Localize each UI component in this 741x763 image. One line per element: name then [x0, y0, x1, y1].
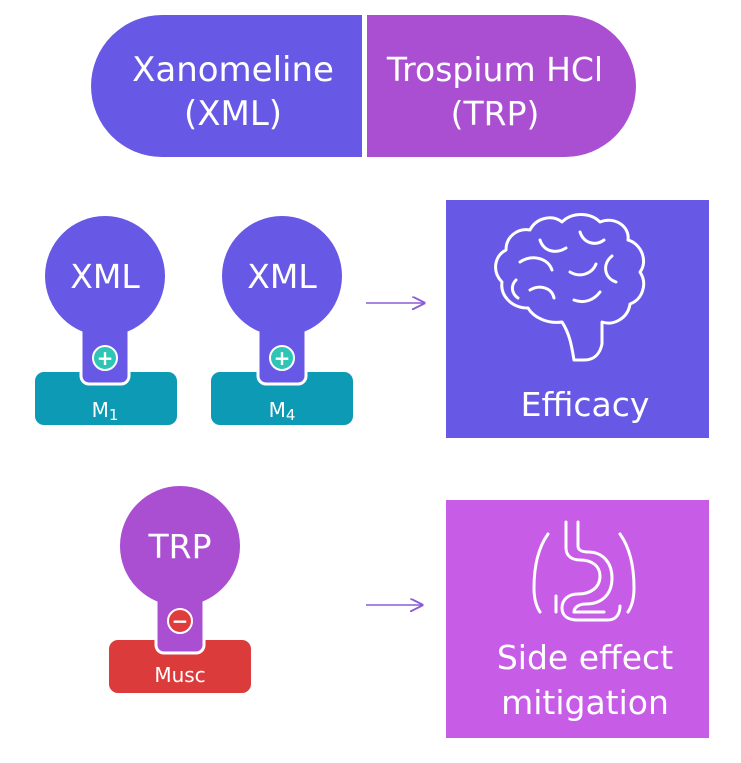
capsule-xml-name: Xanomeline [132, 50, 334, 90]
ligand-xml-label: XML [247, 257, 317, 296]
brain-icon [494, 213, 646, 362]
capsule: Xanomeline (XML) Trospium HCl (TRP) [91, 15, 636, 157]
efficacy-box: Efficacy [446, 200, 709, 438]
ligand-xml [222, 216, 342, 336]
side-effect-label-line2: mitigation [501, 683, 669, 722]
side-effect-label-line1: Side effect [497, 638, 673, 677]
receptor-m4-label: M4 [269, 398, 296, 424]
ligand-xml [45, 216, 165, 336]
capsule-left-half [91, 15, 362, 157]
capsule-right-half [367, 15, 636, 157]
minus-icon [167, 608, 193, 634]
capsule-xml-abbr: (XML) [184, 94, 282, 134]
xml-m4-binding: XML + M4 [211, 216, 353, 425]
ligand-trp-label: TRP [148, 527, 212, 566]
gut-icon [532, 520, 636, 622]
receptor-m1-label: M1 [92, 398, 119, 424]
plus-sign: + [274, 346, 291, 370]
xml-m1-binding: XML + M1 [35, 216, 177, 425]
trp-musc-binding: TRP − Musc [109, 486, 251, 693]
ligand-xml-label: XML [70, 257, 140, 296]
capsule-trp-name: Trospium HCl [386, 50, 603, 89]
plus-icon [92, 345, 118, 371]
minus-sign: − [172, 609, 189, 633]
receptor-musc-label: Musc [154, 663, 205, 687]
receptor-m4 [211, 372, 353, 425]
plus-sign: + [97, 346, 114, 370]
receptor-musc [109, 640, 251, 693]
plus-icon [269, 345, 295, 371]
capsule-trp-abbr: (TRP) [451, 94, 540, 133]
side-effect-box: Side effect mitigation [446, 500, 709, 738]
ligand-trp [120, 486, 240, 606]
efficacy-panel [446, 200, 709, 438]
receptor-m1 [35, 372, 177, 425]
efficacy-label: Efficacy [521, 385, 650, 424]
